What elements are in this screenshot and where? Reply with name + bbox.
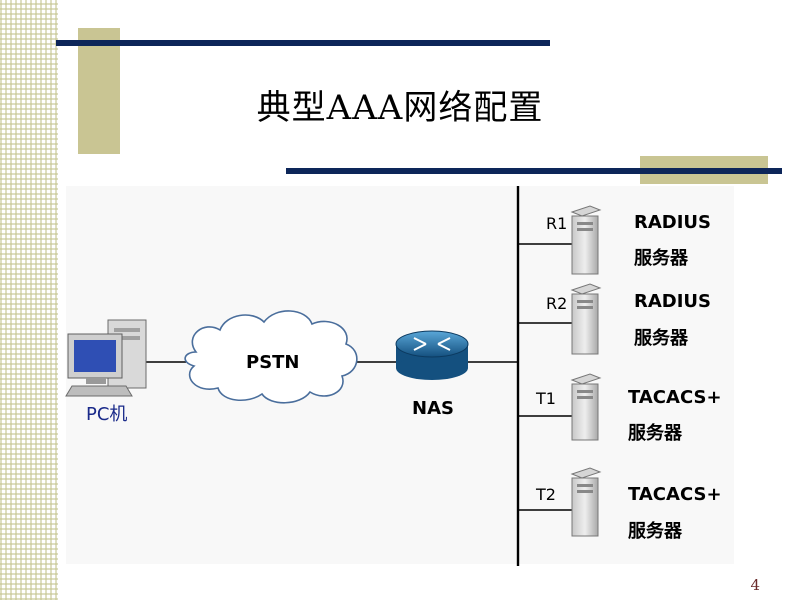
server-r2-type: 服务器 — [634, 328, 688, 349]
network-diagram — [66, 186, 734, 564]
server-t1-name: TACACS+ — [628, 387, 722, 408]
server-r2-id: R2 — [546, 294, 568, 313]
top-left-accent-block — [78, 28, 120, 154]
pstn-cloud-icon — [184, 310, 358, 404]
server-r2-name: RADIUS — [634, 291, 712, 312]
nas-label: NAS — [412, 398, 454, 419]
server-tower-t1-icon — [570, 373, 602, 441]
server-r1-type: 服务器 — [634, 248, 688, 269]
server-t2-id: T2 — [536, 485, 556, 504]
left-pattern-strip — [0, 0, 58, 600]
title-underline-rule — [286, 168, 782, 174]
pstn-label: PSTN — [246, 352, 300, 373]
server-tower-r2-icon — [570, 283, 602, 355]
top-rule — [56, 40, 550, 46]
server-r1-name: RADIUS — [634, 212, 712, 233]
server-t2-name: TACACS+ — [628, 484, 722, 505]
pc-icon — [65, 319, 147, 397]
server-t2-type: 服务器 — [628, 521, 682, 542]
slide-title: 典型AAA网络配置 — [256, 88, 544, 128]
page-number: 4 — [750, 576, 760, 594]
server-t1-type: 服务器 — [628, 423, 682, 444]
server-tower-r1-icon — [570, 205, 602, 275]
server-tower-t2-icon — [570, 467, 602, 537]
router-icon — [395, 330, 469, 380]
server-t1-id: T1 — [536, 389, 556, 408]
server-r1-id: R1 — [546, 214, 568, 233]
pc-label: PC机 — [86, 404, 128, 425]
